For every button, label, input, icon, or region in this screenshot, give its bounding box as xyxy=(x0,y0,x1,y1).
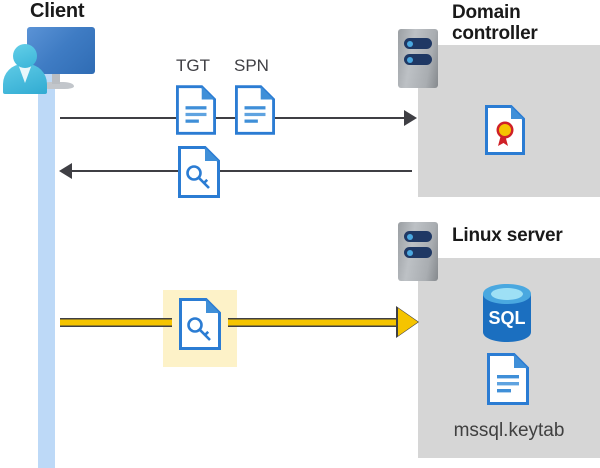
domain-controller-title: Domain controller xyxy=(452,2,592,44)
rack-bay-icon xyxy=(404,231,432,242)
domain-controller-server-rack-icon xyxy=(398,29,438,88)
linux-server-rack-icon xyxy=(398,222,438,281)
rack-bay-icon xyxy=(404,54,432,65)
monitor-base-icon xyxy=(40,82,74,89)
desktop-monitor-icon xyxy=(27,27,95,74)
linux-server-title: Linux server xyxy=(452,225,563,246)
keytab-document-icon xyxy=(487,353,529,405)
tgt-document-icon xyxy=(176,85,216,135)
response-key-document-icon xyxy=(178,146,220,198)
spn-label: SPN xyxy=(234,56,269,75)
rack-led-icon xyxy=(407,56,413,63)
service-ticket-flow-line-left xyxy=(60,318,172,327)
rack-led-icon xyxy=(407,249,413,256)
rack-bay-icon xyxy=(404,38,432,49)
service-ticket-key-document-icon xyxy=(179,298,221,350)
rack-led-icon xyxy=(407,40,413,47)
keytab-filename-label: mssql.keytab xyxy=(453,420,565,441)
sql-database-icon: SQL xyxy=(478,282,536,349)
domain-controller-title-line1: Domain xyxy=(452,2,521,23)
svg-text:SQL: SQL xyxy=(488,308,525,328)
rack-bay-icon xyxy=(404,247,432,258)
service-ticket-arrowhead xyxy=(398,308,418,336)
certificate-document-icon xyxy=(485,105,525,155)
client-title: Client xyxy=(30,0,85,22)
tgt-label: TGT xyxy=(176,56,210,75)
request-flow-arrowhead xyxy=(404,110,417,126)
service-ticket-flow-line-right xyxy=(228,318,401,327)
person-head-icon xyxy=(13,44,37,68)
domain-controller-title-line2: controller xyxy=(452,22,538,44)
response-flow-line xyxy=(68,170,412,172)
response-flow-arrowhead xyxy=(59,163,72,179)
monitor-stand-icon xyxy=(52,72,60,84)
spn-document-icon xyxy=(235,85,275,135)
client-lifeline xyxy=(38,72,55,468)
rack-led-icon xyxy=(407,233,413,240)
